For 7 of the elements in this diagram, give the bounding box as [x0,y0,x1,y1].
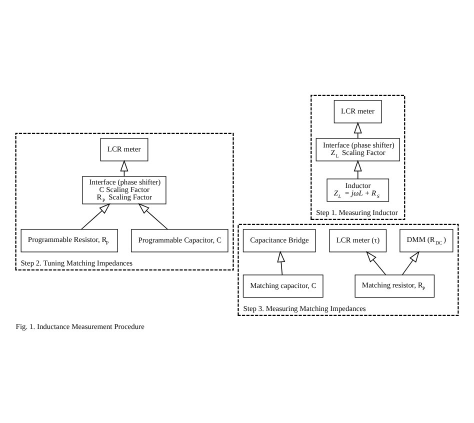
arrow [80,202,110,230]
arrow [354,121,362,138]
arrow [402,250,420,275]
arrow [138,202,168,230]
arrow [354,159,362,179]
arrow [277,250,286,275]
arrow [366,250,386,275]
